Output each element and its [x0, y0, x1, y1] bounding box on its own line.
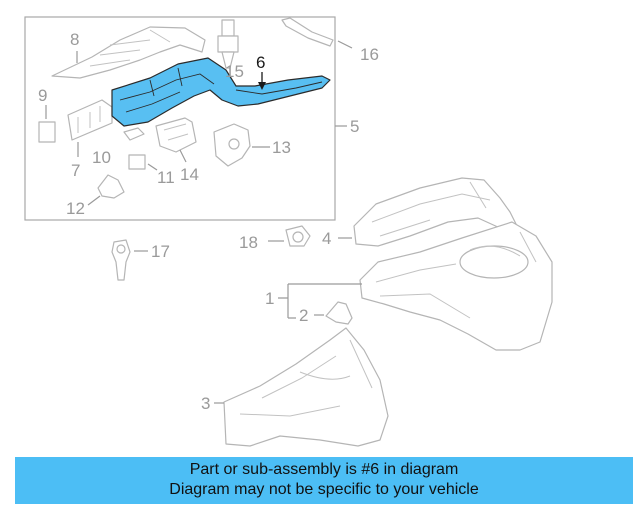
part-8-upper-rail[interactable]	[51, 26, 206, 79]
callout-9: 9	[38, 86, 47, 105]
callout-3: 3	[201, 394, 210, 413]
part-10-pad[interactable]	[123, 127, 145, 141]
callout-10: 10	[92, 148, 111, 167]
callout-14: 14	[180, 165, 199, 184]
part-14-plate[interactable]	[155, 117, 197, 153]
part-13-mount[interactable]	[213, 123, 251, 167]
callout-2: 2	[299, 306, 308, 325]
callout-7: 7	[71, 161, 80, 180]
callout-15: 15	[225, 62, 244, 81]
callout-18: 18	[239, 233, 258, 252]
callout-11: 11	[157, 168, 175, 187]
callout-12: 12	[66, 199, 85, 218]
info-banner: Part or sub-assembly is #6 in diagram Di…	[15, 457, 633, 504]
callout-4: 4	[322, 229, 331, 248]
part-7-extension[interactable]	[67, 99, 113, 141]
callout-16: 16	[360, 45, 379, 64]
part-2-bracket[interactable]	[325, 301, 353, 325]
part-17-bolt[interactable]	[111, 239, 131, 281]
callout-13: 13	[272, 138, 291, 157]
part-9-bracket[interactable]	[38, 121, 56, 143]
callout-1: 1	[265, 289, 274, 308]
callout-8: 8	[70, 30, 79, 49]
part-12-clip[interactable]	[97, 174, 125, 199]
part-3-lower-apron[interactable]	[223, 327, 389, 447]
banner-line-1: Part or sub-assembly is #6 in diagram	[189, 461, 459, 478]
part-11-pad[interactable]	[128, 154, 146, 170]
part-1-wheelhouse[interactable]	[359, 221, 553, 351]
part-16-bracket[interactable]	[281, 17, 334, 47]
part-18-grommet[interactable]	[285, 225, 311, 247]
part-6-front-rail[interactable]	[111, 57, 331, 127]
callout-5: 5	[350, 117, 359, 136]
banner-line-2: Diagram may not be specific to your vehi…	[169, 481, 479, 498]
callout-17: 17	[151, 242, 170, 261]
part-15-fastener[interactable]	[217, 19, 239, 69]
subassembly-frame	[24, 16, 336, 221]
callout-6: 6	[256, 53, 265, 72]
